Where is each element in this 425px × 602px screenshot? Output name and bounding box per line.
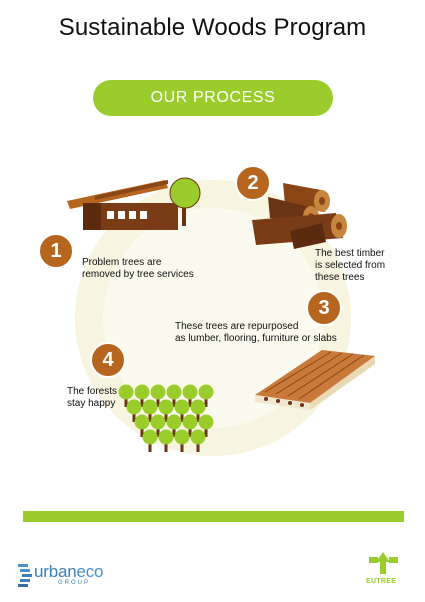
forest-tree [158, 429, 174, 452]
step-1-line-1: Problem trees are [82, 257, 162, 268]
forest-tree [142, 399, 158, 422]
forest-tree [198, 384, 214, 407]
step-4-number: 4 [90, 342, 126, 378]
step-4-line-1: The forests [67, 386, 118, 397]
forest-tree [150, 414, 166, 437]
eutree-logo-label: EUTREE [366, 578, 397, 585]
logs-illustration [252, 183, 347, 249]
urbaneco-logo-text-a: urban [34, 562, 77, 581]
step-3-line-1: These trees are repurposed [175, 321, 299, 332]
forest-tree [198, 414, 214, 437]
forest-tree [190, 429, 206, 452]
our-process-banner: OUR PROCESS [93, 80, 333, 116]
step-3-text: These trees are repurposed as lumber, fl… [175, 321, 337, 345]
forest-tree [190, 399, 206, 422]
flooring-illustration [255, 350, 375, 410]
forest-tree [174, 429, 190, 452]
forest-tree [158, 399, 174, 422]
step-1-line-2: removed by tree services [82, 269, 194, 280]
urbaneco-logo-sub: GROUP [58, 580, 91, 586]
step-4-line-2: stay happy [67, 398, 116, 409]
step-2-line-1: The best timber [315, 248, 385, 259]
step-2-number: 2 [235, 165, 271, 201]
step-1-number: 1 [38, 233, 74, 269]
step-2-line-2: is selected from [315, 260, 386, 271]
urbaneco-logo: urbaneco [34, 563, 103, 581]
forest-tree [166, 384, 182, 407]
forest-tree [150, 384, 166, 407]
tree-removal-illustration [67, 177, 201, 230]
eutree-logo-mark [369, 552, 398, 574]
step-2-text: The best timber is selected from these t… [315, 248, 385, 284]
urbaneco-logo-text-b: eco [76, 562, 104, 581]
step-3-number: 3 [306, 290, 342, 326]
forest-tree [134, 414, 150, 437]
forest-tree [118, 384, 134, 407]
bottom-green-bar [23, 511, 404, 522]
step-2-line-3: these trees [315, 272, 365, 283]
step-3-line-2: as lumber, flooring, furniture or slabs [175, 333, 337, 344]
urbaneco-logo-mark [18, 564, 32, 587]
step-4-text: The forests stay happy [67, 386, 117, 410]
forest-illustration [118, 384, 214, 452]
forest-tree [182, 384, 198, 407]
forest-tree [142, 429, 158, 452]
forest-tree [166, 414, 182, 437]
forest-tree [126, 399, 142, 422]
step-1-text: Problem trees are removed by tree servic… [82, 257, 194, 281]
forest-tree [174, 399, 190, 422]
forest-tree [182, 414, 198, 437]
forest-tree [134, 384, 150, 407]
cycle-inner-circle [103, 208, 323, 428]
page-title: Sustainable Woods Program [58, 14, 367, 41]
